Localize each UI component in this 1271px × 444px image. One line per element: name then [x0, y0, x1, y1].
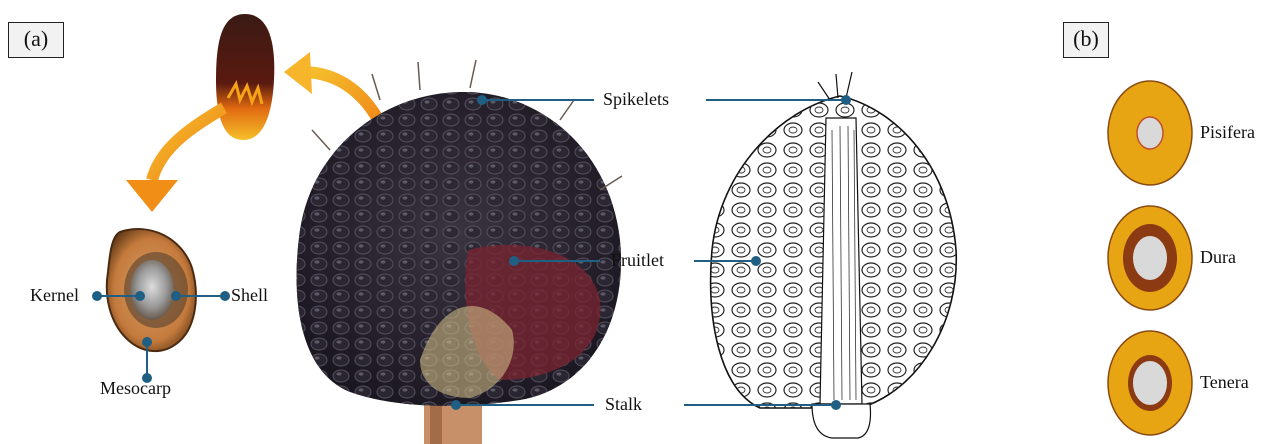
arrow-fruit-to-section	[126, 108, 224, 212]
shell-label: Shell	[231, 285, 268, 306]
tenera-diagram	[1108, 331, 1192, 435]
spikelets-label: Spikelets	[603, 89, 669, 110]
dura-label: Dura	[1200, 247, 1236, 268]
kernel-label: Kernel	[30, 285, 79, 306]
dura-diagram	[1108, 206, 1192, 310]
tenera-label: Tenera	[1200, 372, 1249, 393]
fruitlet-label: Fruitlet	[611, 250, 664, 271]
mesocarp-label: Mesocarp	[100, 378, 171, 399]
stalk-label: Stalk	[605, 394, 642, 415]
whole-fruit-image	[216, 14, 274, 140]
oil-palm-bunch-photo	[297, 60, 622, 444]
oil-palm-bunch-sketch	[711, 72, 957, 438]
pisifera-diagram	[1108, 81, 1192, 185]
mesocarp-leader	[143, 338, 151, 382]
pisifera-label: Pisifera	[1200, 122, 1255, 143]
fruit-cross-section	[107, 229, 196, 351]
